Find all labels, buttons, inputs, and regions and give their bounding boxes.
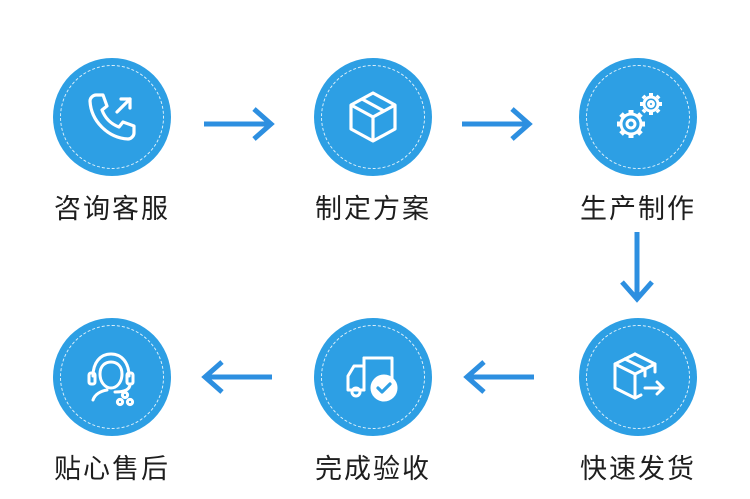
- step-production-label: 生产制作: [580, 194, 696, 225]
- step-acceptance: 完成验收: [283, 318, 463, 483]
- truck-check-icon: [346, 356, 398, 402]
- step-consult-label: 咨询客服: [54, 194, 170, 225]
- step-after-sales-label: 贴心售后: [54, 454, 170, 485]
- step-plan-circle: [314, 58, 432, 176]
- arrow-right-icon: [204, 107, 275, 141]
- step-shipping-label: 快速发货: [580, 454, 696, 485]
- box-shipping-icon: [613, 352, 665, 400]
- step-acceptance-label: 完成验收: [315, 454, 431, 485]
- step-production: 生产制作: [548, 58, 728, 223]
- step-after-sales-circle: [53, 318, 171, 436]
- headset-support-icon: [87, 352, 135, 407]
- box-3d-icon: [349, 91, 397, 143]
- step-consult: 咨询客服: [22, 58, 202, 223]
- arrow-down-icon: [620, 232, 654, 303]
- step-acceptance-circle: [314, 318, 432, 436]
- step-consult-circle: [53, 58, 171, 176]
- arrow-left-icon: [463, 360, 534, 394]
- step-after-sales: 贴心售后: [22, 318, 202, 483]
- gears-icon: [617, 93, 662, 138]
- phone-call-icon: [88, 93, 136, 141]
- step-plan: 制定方案: [283, 58, 463, 223]
- step-shipping: 快速发货: [548, 318, 728, 483]
- arrow-right-icon: [462, 107, 533, 141]
- arrow-left-icon: [201, 360, 272, 394]
- step-shipping-circle: [579, 318, 697, 436]
- step-plan-label: 制定方案: [315, 194, 431, 225]
- step-production-circle: [579, 58, 697, 176]
